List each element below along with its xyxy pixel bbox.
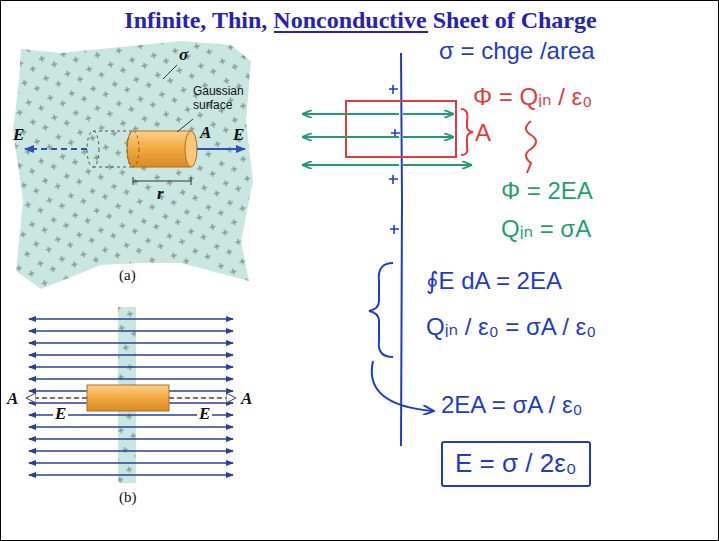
area-vector-label: A xyxy=(200,123,211,143)
handwritten-note: σ = chge /area xyxy=(439,37,595,65)
charge-density-label: σ xyxy=(179,45,188,65)
handwritten-equation: Φ = Qᵢₙ / ε₀ xyxy=(473,83,592,111)
field-vector-label: E xyxy=(13,125,24,145)
radius-label: r xyxy=(157,184,164,204)
slide-title: Infinite, Thin, Nonconductive Sheet of C… xyxy=(1,7,719,34)
handwritten-equation: Qᵢₙ = σA xyxy=(501,215,591,243)
title-underline xyxy=(274,31,427,33)
area-label: A xyxy=(475,119,491,147)
field-vector-label: E xyxy=(53,405,68,423)
result-box: E = σ / 2ε₀ xyxy=(441,441,591,487)
handwritten-equation: Qᵢₙ / ε₀ = σA / ε₀ xyxy=(426,313,596,341)
gaussian-surface-label: Gaussian surface xyxy=(193,85,255,113)
handwritten-equation: Φ = 2EA xyxy=(501,177,593,205)
handwritten-equation: 2EA = σA / ε₀ xyxy=(441,391,583,419)
figure-label: (b) xyxy=(119,489,137,506)
boxed-equation: E = σ / 2ε₀ xyxy=(455,449,577,479)
area-vector-label: A xyxy=(241,389,252,409)
area-vector-label: A xyxy=(7,389,18,409)
handwritten-equation: ∮E dA = 2EA xyxy=(426,267,562,295)
field-vector-label: E xyxy=(197,405,212,423)
field-vector-label: E xyxy=(233,125,244,145)
figure-label: (a) xyxy=(119,267,136,284)
